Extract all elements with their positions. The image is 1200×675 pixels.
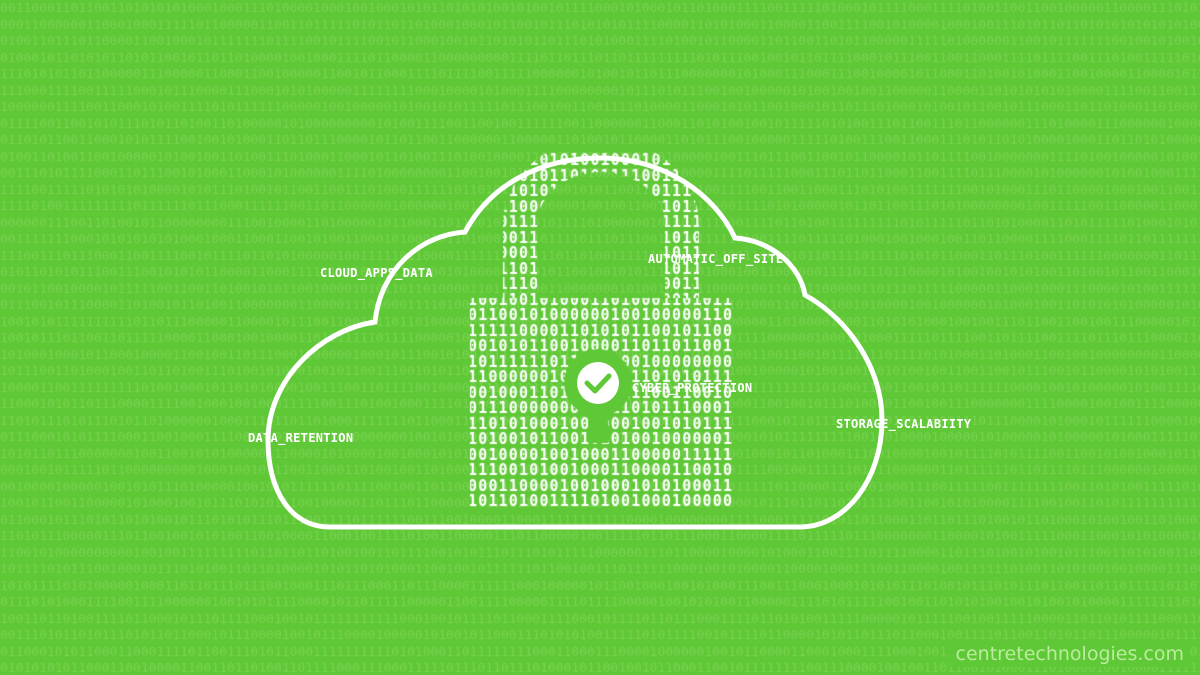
cloud-outline: [265, 155, 885, 530]
label-cyber-protection: CYBER_PROTECTION: [632, 381, 753, 395]
label-automatic-off-site: AUTOMATIC_OFF_SITE: [648, 252, 784, 266]
label-data-retention: DATA_RETENTION: [248, 431, 354, 445]
label-cloud-apps-data: CLOUD_APPS_DATA: [320, 266, 433, 280]
watermark: centretechnologies.com: [949, 641, 1190, 667]
label-storage-scalability: STORAGE_SCALABIITY: [836, 417, 972, 431]
check-circle-icon: [577, 362, 619, 404]
